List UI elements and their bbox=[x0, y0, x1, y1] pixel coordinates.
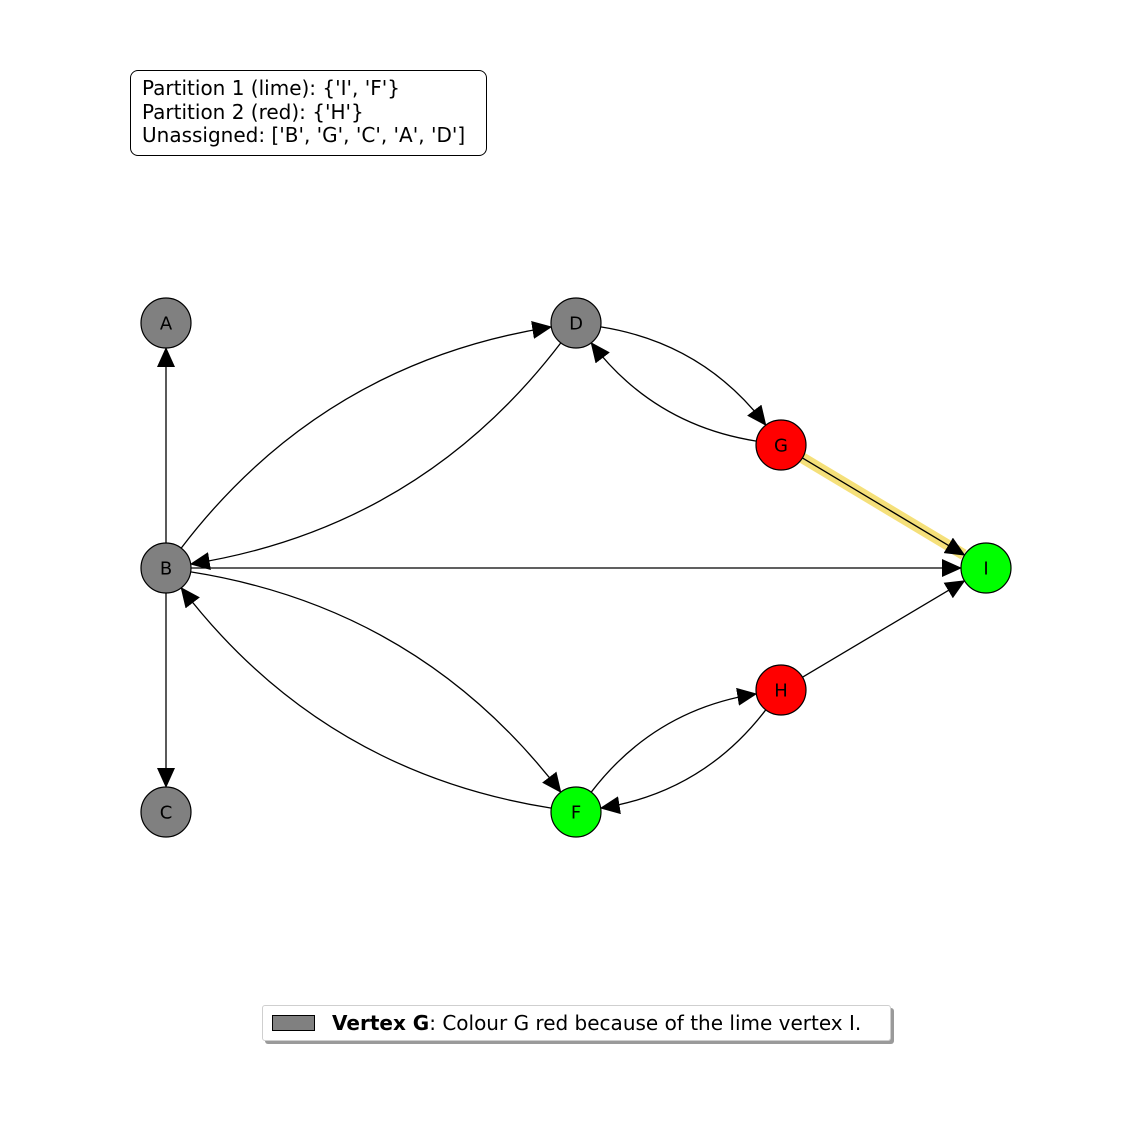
node-B: B bbox=[140, 542, 192, 594]
node-label-F: F bbox=[571, 803, 581, 824]
edge-line-F-B bbox=[180, 587, 552, 809]
node-circle-G bbox=[755, 419, 807, 471]
node-label-G: G bbox=[774, 436, 788, 457]
node-I: I bbox=[960, 542, 1012, 594]
edge-G-D bbox=[590, 342, 757, 442]
node-A: A bbox=[140, 297, 192, 349]
edge-B-F bbox=[190, 571, 562, 793]
legend-description: : Colour G red because of the lime verte… bbox=[429, 1011, 862, 1035]
node-circle-H bbox=[755, 664, 807, 716]
unassigned-text: Unassigned: ['B', 'G', 'C', 'A', 'D'] bbox=[142, 123, 466, 147]
node-label-I: I bbox=[983, 559, 988, 580]
node-circle-D bbox=[550, 297, 602, 349]
node-label-D: D bbox=[569, 314, 583, 335]
partition-info-box: Partition 1 (lime): {'I', 'F'} Partition… bbox=[130, 70, 487, 156]
edge-line-B-D bbox=[180, 321, 553, 549]
edge-H-I bbox=[802, 580, 966, 678]
legend-title: Vertex G bbox=[332, 1011, 430, 1035]
edge-F-H bbox=[590, 687, 758, 793]
node-circle-F bbox=[550, 786, 602, 838]
edge-line-H-I bbox=[802, 580, 966, 678]
edge-line-D-B bbox=[189, 342, 562, 570]
node-label-C: C bbox=[160, 803, 173, 824]
edge-line-B-F bbox=[190, 571, 562, 793]
node-F: F bbox=[550, 786, 602, 838]
legend-text: Vertex G: Colour G red because of the li… bbox=[332, 1011, 861, 1035]
node-circle-B bbox=[140, 542, 192, 594]
node-label-H: H bbox=[774, 681, 788, 702]
edge-line-F-H bbox=[590, 687, 758, 793]
node-label-B: B bbox=[160, 559, 172, 580]
node-label-A: A bbox=[160, 314, 173, 335]
partition-1-text: Partition 1 (lime): {'I', 'F'} bbox=[142, 76, 400, 100]
node-G: G bbox=[755, 419, 807, 471]
edge-line-G-D bbox=[590, 342, 757, 442]
node-H: H bbox=[755, 664, 807, 716]
node-circle-C bbox=[140, 786, 192, 838]
node-C: C bbox=[140, 786, 192, 838]
partition-2-text: Partition 2 (red): {'H'} bbox=[142, 99, 364, 124]
node-layer: A B C D F G H I bbox=[140, 297, 1012, 838]
edge-line-H-F bbox=[599, 709, 767, 815]
edge-H-F bbox=[599, 709, 767, 815]
node-circle-A bbox=[140, 297, 192, 349]
node-circle-I bbox=[960, 542, 1012, 594]
edge-F-B bbox=[180, 587, 552, 809]
edge-B-D bbox=[180, 321, 553, 549]
edge-G-I bbox=[799, 453, 967, 560]
edge-layer bbox=[157, 321, 967, 815]
legend: Vertex G: Colour G red because of the li… bbox=[262, 1005, 891, 1041]
edge-D-B bbox=[189, 342, 562, 570]
edge-D-G bbox=[600, 326, 767, 426]
legend-swatch bbox=[272, 1015, 315, 1031]
edge-line-G-I bbox=[802, 457, 966, 556]
edge-line-D-G bbox=[600, 326, 767, 426]
node-D: D bbox=[550, 297, 602, 349]
